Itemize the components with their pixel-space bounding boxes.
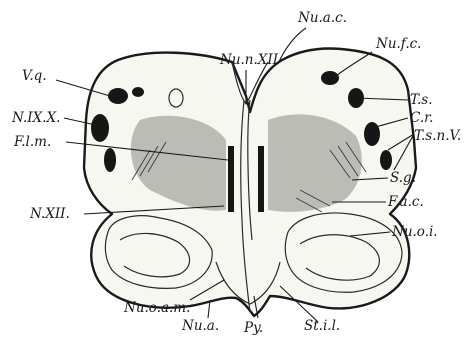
left-dark-mass-4: [104, 148, 116, 172]
flm-column-right: [258, 146, 264, 212]
label-py: Py.: [243, 320, 263, 336]
label-cr: C.r.: [410, 110, 433, 126]
left-dark-mass-3: [91, 114, 109, 142]
label-fac: F.a.c.: [387, 194, 424, 210]
right-dark-mass-4: [380, 150, 392, 170]
flm-column-left: [228, 146, 234, 212]
label-nu-fc: Nu.f.c.: [375, 36, 421, 52]
right-dark-mass-1: [321, 71, 339, 85]
label-nua: Nu.a.: [181, 318, 219, 334]
label-tsnv: T.s.n.V.: [414, 128, 461, 144]
label-nu-ac: Nu.a.c.: [297, 10, 347, 26]
label-n-xii: N.XII.: [29, 206, 70, 222]
label-nuoam: Nu.o.a.m.: [123, 300, 190, 316]
label-nuoi: Nu.o.i.: [391, 224, 438, 240]
label-ts: T.s.: [410, 92, 433, 108]
label-nu-n-xii-top: Nu.n.XII: [219, 52, 279, 68]
label-n-ix-x: N.IX.X.: [11, 110, 60, 126]
label-stil: St.i.l.: [304, 318, 340, 334]
vq-dark-mass: [108, 88, 128, 104]
label-flm: F.l.m.: [13, 134, 51, 150]
right-dark-mass-3: [364, 122, 380, 146]
left-dark-mass-2: [132, 87, 144, 97]
label-sg: S.g.: [390, 170, 416, 186]
label-vq: V.q.: [22, 68, 47, 84]
